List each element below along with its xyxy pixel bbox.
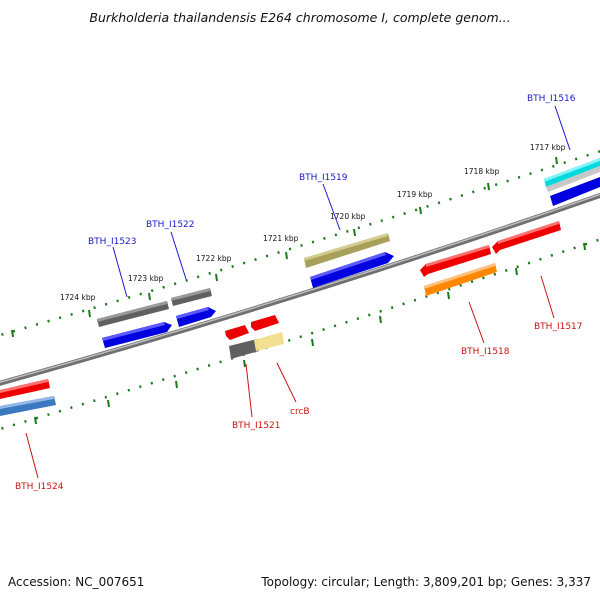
gene-arrow-red-shade xyxy=(426,245,489,267)
gene-arrow-red[interactable] xyxy=(251,315,279,331)
gene-arrow-blue[interactable] xyxy=(102,322,172,348)
gene-label-bth-i1524[interactable]: BTH_I1524 xyxy=(15,482,64,492)
genome-summary-text: Topology: circular; Length: 3,809,201 bp… xyxy=(261,575,591,589)
gene-label-bth-i1523[interactable]: BTH_I1523 xyxy=(88,237,137,247)
gene-bar-yellow[interactable] xyxy=(254,332,284,351)
gene-label-bth-i1519[interactable]: BTH_I1519 xyxy=(299,173,348,183)
gene-arrow-blue[interactable] xyxy=(550,177,600,206)
kbp-label-1723: 1723 kbp xyxy=(128,274,164,283)
kbp-label-1719: 1719 kbp xyxy=(397,190,433,199)
chromosome-backbone-highlight xyxy=(0,193,600,383)
gene-bar-orange-shade xyxy=(424,263,495,289)
gene-arrow-blue-shade xyxy=(102,322,165,341)
gene-label-bth-i1518[interactable]: BTH_I1518 xyxy=(461,347,510,357)
kbp-label-1720: 1720 kbp xyxy=(330,212,366,221)
kbp-label-1724: 1724 kbp xyxy=(60,293,96,302)
gene-bar xyxy=(171,288,210,301)
gene-bar-grey xyxy=(546,166,600,192)
gene-label-bth-i1516[interactable]: BTH_I1516 xyxy=(527,94,576,104)
gene-bar-olive-shade xyxy=(304,233,388,261)
gene-label-bth-i1522[interactable]: BTH_I1522 xyxy=(146,220,195,230)
map-title: Burkholderia thailandensis E264 chromoso… xyxy=(89,10,511,25)
accession-text: Accession: NC_007651 xyxy=(8,575,145,589)
reverse-tick-track xyxy=(0,238,600,431)
gene-label-bth-i1521[interactable]: BTH_I1521 xyxy=(232,421,281,431)
gene-arrow-blue[interactable] xyxy=(310,252,394,288)
kbp-labels: 1724 kbp 1723 kbp 1722 kbp 1721 kbp 1720… xyxy=(60,143,566,302)
gene-arrow-red[interactable] xyxy=(420,245,491,277)
gene-label-bth-i1517[interactable]: BTH_I1517 xyxy=(534,322,583,332)
gene-arrow-blue-shade xyxy=(310,252,386,280)
gene-arrow-red[interactable] xyxy=(492,221,561,254)
gene-arrow-blue[interactable] xyxy=(176,307,216,327)
gene-bar-cyan-shade xyxy=(544,158,600,182)
reverse-genes[interactable] xyxy=(0,221,561,416)
kbp-label-1721: 1721 kbp xyxy=(263,234,299,243)
gene-label-crcb[interactable]: crcB xyxy=(290,407,310,417)
leader-lines xyxy=(25,105,571,479)
gene-bar xyxy=(97,301,167,322)
kbp-label-1722: 1722 kbp xyxy=(196,254,232,263)
gene-arrow-red[interactable] xyxy=(225,325,249,340)
chromosome-backbone xyxy=(0,192,600,386)
gene-bar-red-shade xyxy=(0,379,48,393)
gene-arrow-red-shade xyxy=(498,221,559,244)
gene-bar[interactable] xyxy=(229,339,259,359)
gene-bar-steelblue-shade xyxy=(0,396,54,409)
forward-genes[interactable] xyxy=(97,158,600,348)
kbp-label-1718: 1718 kbp xyxy=(464,167,500,176)
gene-arrow-blue-shade xyxy=(176,307,209,319)
kbp-label-1717: 1717 kbp xyxy=(530,143,566,152)
gene-labels: BTH_I1516 BTH_I1519 BTH_I1522 BTH_I1523 … xyxy=(15,94,583,492)
major-ticks xyxy=(11,156,586,425)
